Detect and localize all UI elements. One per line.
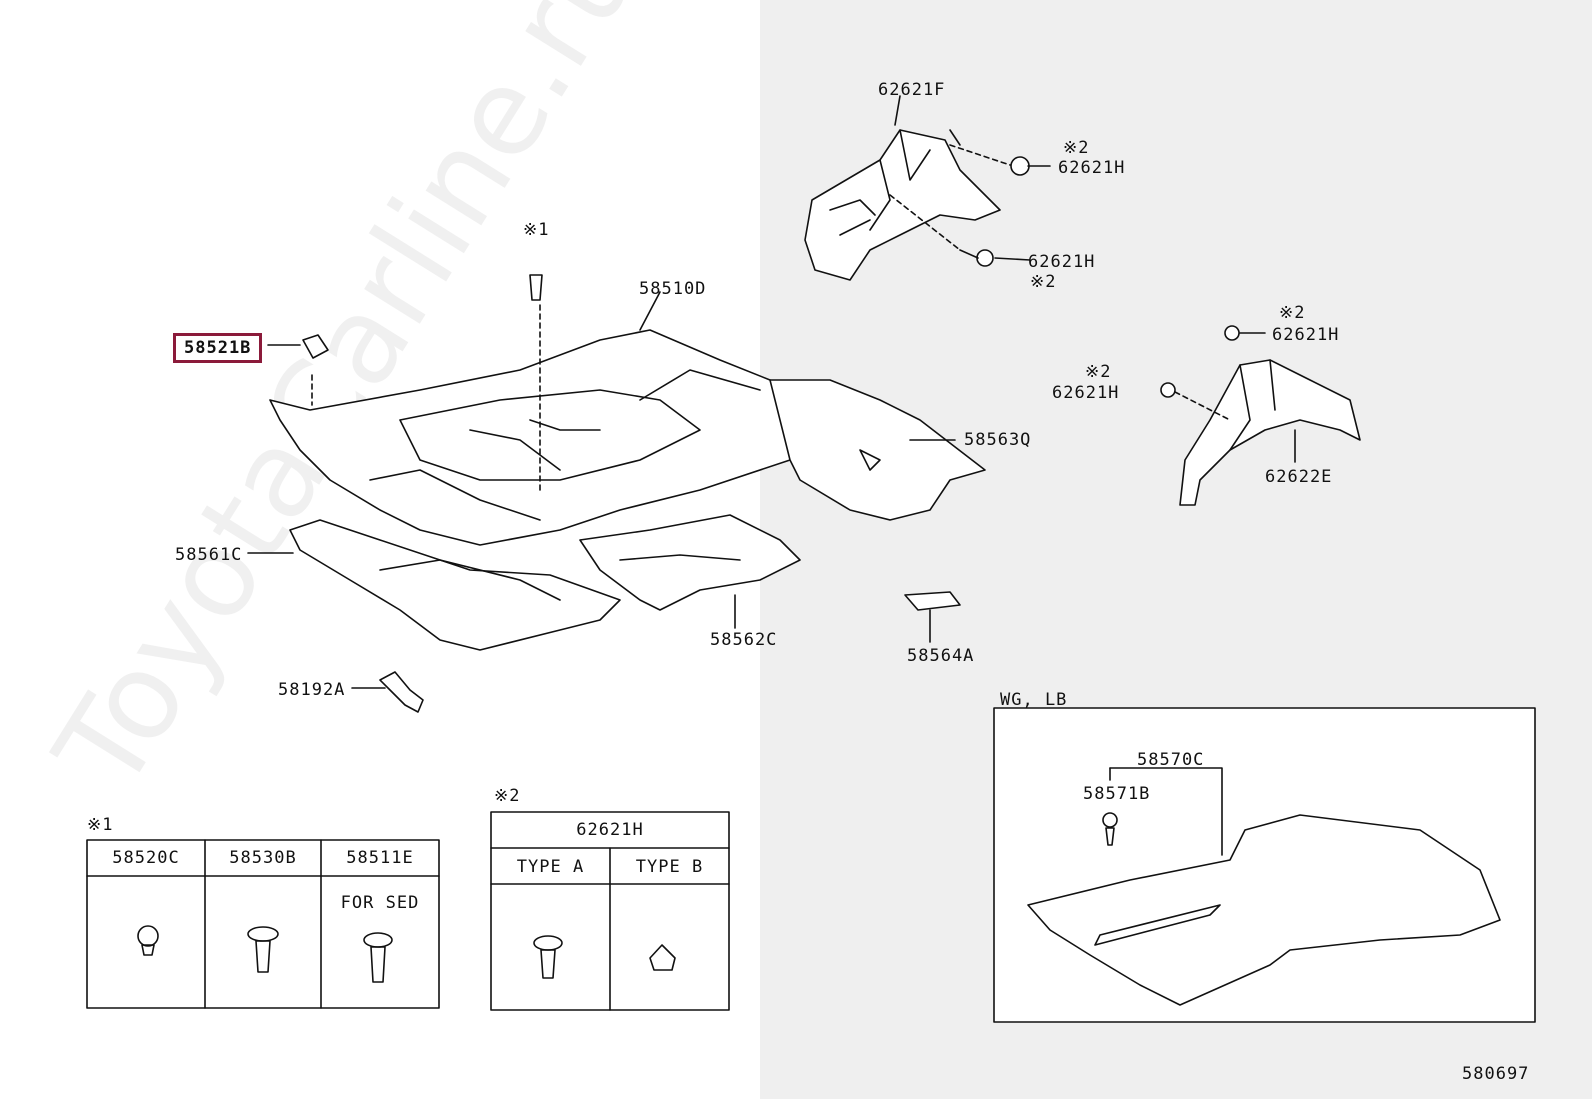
label-58510D[interactable]: 58510D — [639, 279, 707, 299]
clip-62621H-right-mid[interactable] — [1160, 382, 1176, 398]
rear-carpet-58563Q[interactable] — [769, 379, 986, 521]
clip-top-center[interactable] — [529, 274, 543, 301]
clip-58521B[interactable] — [302, 334, 329, 359]
clip-62621H-top[interactable] — [959, 156, 1030, 267]
bracket-58192A[interactable] — [379, 671, 424, 713]
label-62621H-b[interactable]: 62621H — [1028, 252, 1096, 272]
label-58192A[interactable]: 58192A — [278, 680, 346, 700]
label-mark1-top: ※1 — [523, 220, 550, 240]
table2-type-b: TYPE B — [635, 857, 704, 877]
fastener-58511E — [363, 932, 393, 983]
label-58570C[interactable]: 58570C — [1137, 750, 1205, 770]
table1-note-for-sed: FOR SED — [340, 893, 420, 913]
table1-header-58520C[interactable]: 58520C — [112, 848, 180, 868]
label-mark2-b: ※2 — [1030, 272, 1057, 292]
table2-type-a: TYPE A — [516, 857, 585, 877]
table2-header-62621H[interactable]: 62621H — [576, 820, 644, 840]
label-62622E[interactable]: 62622E — [1265, 467, 1333, 487]
label-58564A[interactable]: 58564A — [907, 646, 975, 666]
label-mark2-c: ※2 — [1279, 303, 1306, 323]
table-2 — [490, 811, 730, 1011]
label-mark2-d: ※2 — [1085, 362, 1112, 382]
diagram-code: 580697 — [1462, 1064, 1530, 1084]
wheelhouse-trim-62622E[interactable] — [1179, 359, 1361, 506]
table1-header-58511E[interactable]: 58511E — [346, 848, 414, 868]
label-58562C[interactable]: 58562C — [710, 630, 778, 650]
label-58561C[interactable]: 58561C — [175, 545, 243, 565]
label-mark2-a: ※2 — [1063, 138, 1090, 158]
plate-58564A[interactable] — [904, 591, 961, 611]
table2-mark: ※2 — [494, 786, 521, 806]
clip-62621H-right-top[interactable] — [1224, 325, 1240, 341]
fastener-type-a — [533, 935, 563, 979]
label-58521B-selected[interactable]: 58521B — [173, 333, 263, 363]
quarter-trim-62621F[interactable] — [804, 129, 1001, 281]
rear-mat-58562C[interactable] — [579, 514, 801, 611]
label-62621H-c[interactable]: 62621H — [1272, 325, 1340, 345]
front-mat-58561C[interactable] — [289, 519, 621, 651]
table1-header-58530B[interactable]: 58530B — [229, 848, 297, 868]
label-62621F[interactable]: 62621F — [878, 80, 946, 100]
inset-screw-58571B[interactable] — [1102, 812, 1118, 846]
fastener-58530B — [247, 926, 279, 973]
table-1 — [86, 839, 440, 1009]
inset-mat-58570C[interactable] — [1027, 814, 1501, 1006]
fastener-type-b — [649, 944, 676, 971]
table1-mark: ※1 — [87, 815, 114, 835]
label-58563Q[interactable]: 58563Q — [964, 430, 1032, 450]
label-58571B[interactable]: 58571B — [1083, 784, 1151, 804]
fastener-58520C — [137, 925, 159, 956]
inset-title: WG, LB — [1000, 690, 1068, 710]
floor-carpet-58510D[interactable] — [269, 329, 831, 546]
label-62621H-a[interactable]: 62621H — [1058, 158, 1126, 178]
label-62621H-d[interactable]: 62621H — [1052, 383, 1120, 403]
